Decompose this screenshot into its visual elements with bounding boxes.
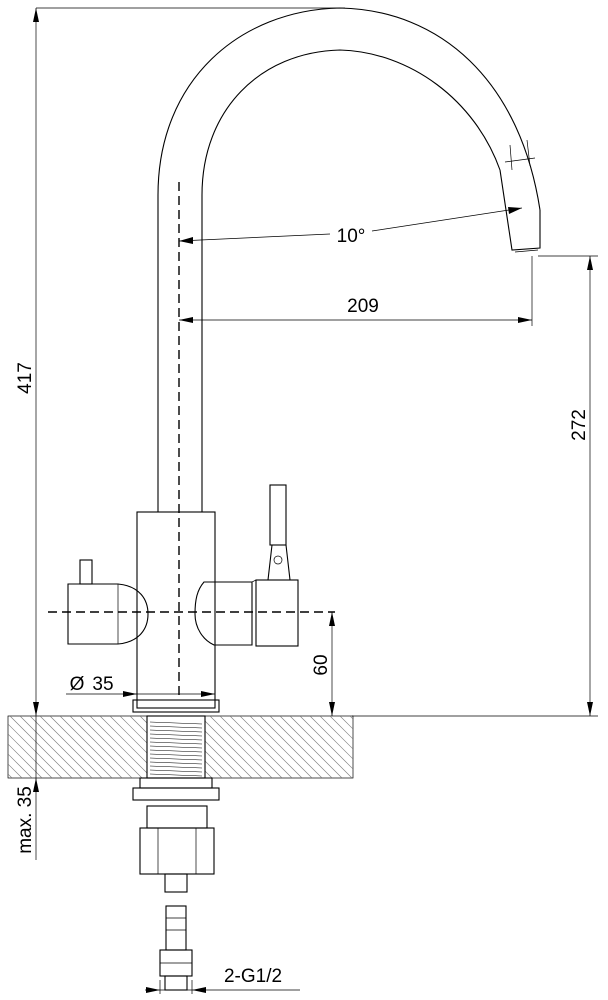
thread-line <box>149 769 203 773</box>
hatch-line <box>309 716 353 760</box>
thread-line <box>149 773 203 777</box>
dimension-connection: 2-G1/2 <box>145 966 300 994</box>
countertop <box>0 715 472 779</box>
hatch-line <box>360 716 422 778</box>
thread-line <box>149 741 203 745</box>
hatch-line <box>19 716 83 778</box>
thread-line <box>149 733 203 737</box>
dimension-handle-height: 60 <box>311 612 335 716</box>
spout <box>157 7 541 512</box>
hatch-line <box>380 716 442 778</box>
hatch-line <box>39 716 103 778</box>
hatch-line <box>8 773 13 778</box>
hatch-line <box>89 716 153 778</box>
hatch-line <box>229 716 293 778</box>
hatch-line <box>390 716 452 778</box>
hatch-line <box>9 716 73 778</box>
thread-line <box>149 721 203 725</box>
height-total-label: 417 <box>15 362 36 394</box>
hatch-line <box>319 716 353 750</box>
thread-line <box>149 765 203 769</box>
hatch-line <box>49 716 113 778</box>
hatch-line <box>79 716 143 778</box>
dimension-body-diameter: Ø 35 <box>66 674 215 697</box>
connection-label: 2-G1/2 <box>224 966 282 987</box>
hatch-line <box>8 723 63 778</box>
countertop-hatching <box>0 716 472 778</box>
hatch-line <box>69 716 133 778</box>
thread-line <box>149 757 203 761</box>
hatch-line <box>8 733 53 778</box>
hatch-line <box>249 716 313 778</box>
thread-line <box>149 745 203 749</box>
hatch-line <box>269 716 333 778</box>
hatch-line <box>299 716 353 770</box>
hatch-line <box>0 716 2 778</box>
hatch-line <box>8 743 43 778</box>
thread-line <box>149 761 203 765</box>
hatch-line <box>279 716 343 778</box>
hatch-line <box>209 716 273 778</box>
dimension-spout-reach: 209 <box>179 256 533 326</box>
hatch-line <box>370 716 432 778</box>
hatch-line <box>239 716 303 778</box>
hatch-line <box>400 716 462 778</box>
thread-line <box>149 737 203 741</box>
hose-connection <box>159 905 193 991</box>
hatch-line <box>349 716 353 720</box>
shank-threads <box>149 721 203 777</box>
thread-line <box>149 749 203 753</box>
dimension-spout-height: 272 <box>352 255 598 717</box>
thread-line <box>149 753 203 757</box>
hatch-line <box>339 716 353 730</box>
hatch-line <box>29 716 93 778</box>
max-thickness-label: max. 35 <box>15 786 36 854</box>
spout-angle-label: 10° <box>337 226 366 247</box>
thread-line <box>149 725 203 729</box>
hatch-line <box>410 716 472 778</box>
hatch-line <box>219 716 283 778</box>
diameter-symbol: Ø <box>70 674 85 695</box>
hatch-line <box>199 716 263 778</box>
dimension-total-height: 417 <box>15 7 345 716</box>
faucet-body <box>67 484 299 713</box>
hatch-line <box>259 716 323 778</box>
dimension-max-thickness: max. 35 <box>15 716 39 860</box>
spout-reach-label: 209 <box>347 296 379 317</box>
handle-height-label: 60 <box>311 654 332 675</box>
hatch-line <box>59 716 123 778</box>
hatch-line <box>8 753 33 778</box>
thread-line <box>149 729 203 733</box>
spout-height-label: 272 <box>569 409 590 441</box>
hatch-line <box>8 763 23 778</box>
dimension-spout-angle: 10° <box>178 207 523 247</box>
mounting-nut <box>139 805 215 893</box>
hatch-line <box>289 716 353 778</box>
body-diameter-label: 35 <box>92 674 113 695</box>
hatch-line <box>329 716 353 740</box>
threaded-shank <box>132 715 220 801</box>
